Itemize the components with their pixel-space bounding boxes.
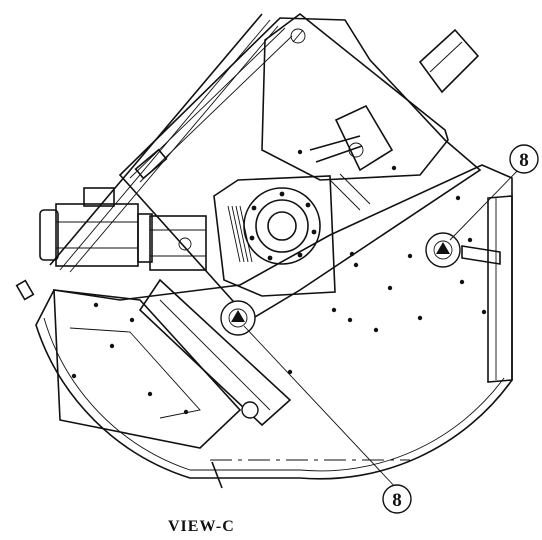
leader-lines <box>243 165 523 491</box>
fastener-dots <box>71 149 487 415</box>
side-door <box>461 195 513 383</box>
callout-number-2: 8 <box>392 490 402 511</box>
callout-bubble-1: 8 <box>509 144 539 174</box>
linkage-assembly <box>309 104 394 211</box>
housing-outline <box>35 164 513 480</box>
edge-details <box>15 148 223 489</box>
view-title: VIEW-C <box>168 518 235 535</box>
drive-shaft <box>418 28 480 94</box>
handwheel-right <box>425 232 461 268</box>
electric-motor <box>39 187 207 271</box>
top-plate <box>261 12 449 181</box>
callout-number-1: 8 <box>519 150 529 171</box>
gearbox <box>213 175 336 297</box>
callout-bubble-2: 8 <box>382 484 412 514</box>
gearbox-bolt-circle <box>249 191 317 261</box>
lower-panels <box>53 278 292 449</box>
handwheel-center <box>220 300 256 336</box>
